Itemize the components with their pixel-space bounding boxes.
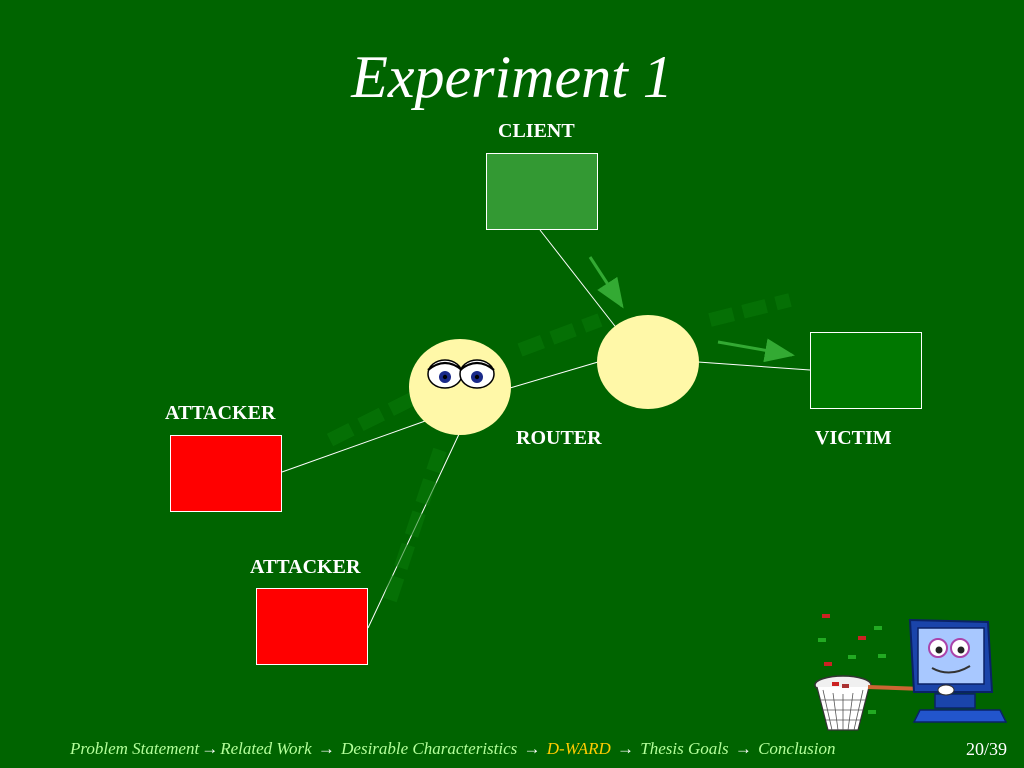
nav-link-d-ward[interactable]: D-WARD bbox=[546, 739, 611, 758]
nav-link-problem-statement[interactable]: Problem Statement bbox=[70, 739, 200, 758]
nav-arrow-icon: → bbox=[617, 739, 634, 758]
victim-flow-arrow bbox=[717, 338, 795, 363]
nav-link-desirable-characteristics[interactable]: Desirable Characteristics bbox=[341, 739, 518, 758]
client-node bbox=[486, 153, 598, 230]
page-number: 20/39 bbox=[966, 739, 1008, 759]
link-router-router bbox=[509, 361, 599, 389]
nav-arrow-icon: → bbox=[201, 739, 219, 758]
victim-label: VICTIM bbox=[815, 427, 892, 449]
client-label: CLIENT bbox=[498, 120, 575, 142]
victim-node bbox=[810, 332, 922, 409]
attacker-node-2 bbox=[256, 588, 368, 665]
nav-arrow-icon: → bbox=[317, 739, 335, 758]
nav-link-conclusion[interactable]: Conclusion bbox=[758, 739, 836, 758]
link-router-victim bbox=[697, 361, 811, 371]
router-node-right bbox=[597, 315, 699, 409]
computer-with-net-icon bbox=[814, 614, 1008, 731]
footer-navigation: Problem Statement→Related Work → Desirab… bbox=[70, 738, 836, 760]
nav-arrow-icon: → bbox=[523, 739, 541, 758]
router-node-left bbox=[409, 339, 511, 435]
router-label: ROUTER bbox=[516, 427, 602, 449]
attacker-label-1: ATTACKER bbox=[165, 402, 276, 424]
eyes-icon bbox=[427, 359, 495, 389]
attacker-label-2: ATTACKER bbox=[250, 556, 361, 578]
link-attacker1-router bbox=[281, 419, 429, 473]
nav-link-thesis-goals[interactable]: Thesis Goals bbox=[640, 739, 729, 758]
slide-title: Experiment 1 bbox=[351, 44, 673, 110]
link-client-router bbox=[539, 229, 619, 331]
attacker-node-1 bbox=[170, 435, 282, 512]
client-flow-arrow bbox=[588, 256, 624, 309]
nav-arrow-icon: → bbox=[734, 739, 752, 758]
nav-link-related-work[interactable]: Related Work bbox=[220, 739, 312, 758]
